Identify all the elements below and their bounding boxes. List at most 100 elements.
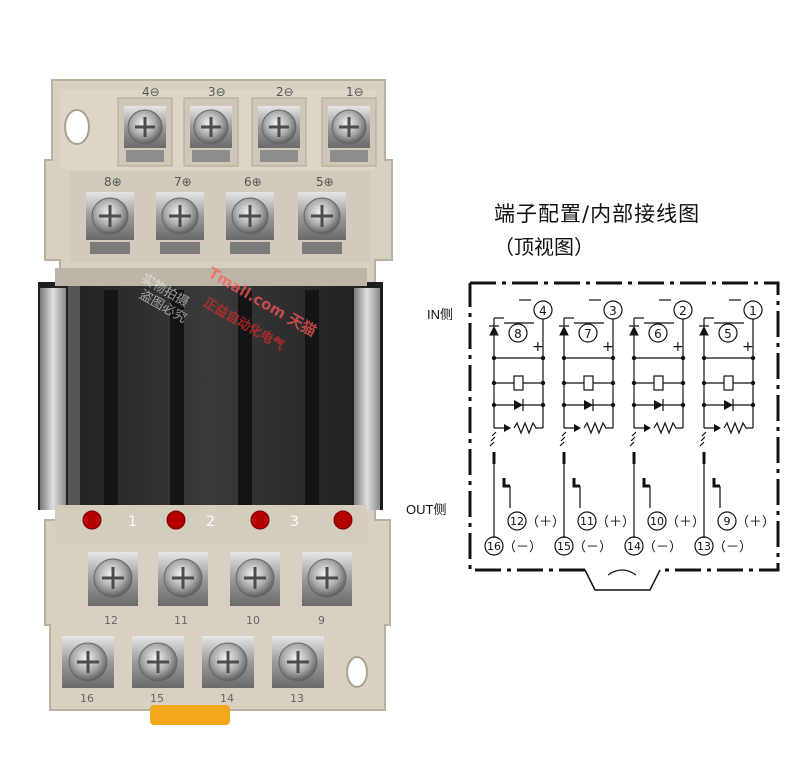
- resistor-symbol: [704, 421, 753, 435]
- wire: [633, 357, 684, 428]
- terminal-number: 11: [580, 515, 594, 528]
- terminal-number: 13: [697, 540, 711, 553]
- terminal-circle: [718, 323, 738, 343]
- terminal-label: 3⊖: [208, 85, 226, 99]
- terminal-label: 6⊕: [244, 175, 262, 189]
- wire: [644, 319, 684, 360]
- diagram-frame: [468, 281, 780, 572]
- terminal-number: 16: [487, 540, 501, 553]
- diode-symbol: [699, 325, 709, 336]
- terminal-label: 12: [104, 614, 118, 627]
- junction-dot: [610, 380, 616, 386]
- diode-symbol: [489, 325, 499, 336]
- diode-symbol: [724, 400, 733, 410]
- minus-paren: （－）: [643, 540, 682, 555]
- terminal-circle: [484, 536, 504, 556]
- terminal-label: 1⊖: [346, 85, 364, 99]
- second-terminal-row: 8⊕ 7⊕ 6⊕ 5⊕: [86, 175, 346, 254]
- plus-sign: +: [602, 339, 614, 355]
- coil-symbol: [583, 375, 594, 391]
- led-label: 2: [206, 514, 215, 530]
- plus-paren: （＋）: [596, 515, 635, 530]
- minus-paren: （－）: [573, 540, 612, 555]
- coil-symbol: [653, 375, 664, 391]
- terminal-circle: [648, 323, 668, 343]
- terminal-number: 9: [724, 515, 731, 528]
- junction-dot: [491, 402, 497, 408]
- top-terminal-row: 4⊖ 3⊖ 2⊖ 1⊖: [117, 85, 377, 167]
- junction-dot: [631, 380, 637, 386]
- terminal-circle: [624, 536, 644, 556]
- junction-dot: [540, 380, 546, 386]
- terminal-circle: [554, 536, 574, 556]
- arrow-symbol: [644, 424, 651, 432]
- junction-dot: [750, 355, 756, 361]
- light-arrows: [559, 431, 567, 447]
- plus-paren: （＋）: [736, 515, 775, 530]
- plus-paren: （＋）: [526, 515, 565, 530]
- wire: [714, 319, 754, 360]
- plus-sign: +: [532, 339, 544, 355]
- terminal-circle: [577, 511, 597, 531]
- terminal-circle: [508, 323, 528, 343]
- channel-group: 48+12（＋）16（－）37+11（＋）15（－）26+10（＋）14（－）1…: [484, 299, 775, 556]
- output-contact: [642, 478, 650, 488]
- junction-dot: [540, 355, 546, 361]
- diode-symbol: [559, 325, 569, 336]
- junction-dot: [561, 380, 567, 386]
- diagram-subtitle: （顶视图）: [494, 235, 594, 259]
- out-side-label: OUT侧: [406, 502, 447, 517]
- wire: [574, 319, 614, 360]
- led-label: 3: [290, 514, 299, 530]
- junction-dot: [540, 402, 546, 408]
- coil-symbol: [723, 375, 734, 391]
- led-strip: 1 2 3: [55, 505, 367, 545]
- led-label: 1: [128, 514, 137, 530]
- junction-dot: [701, 355, 707, 361]
- din-latch: [150, 705, 230, 725]
- junction-dot: [680, 402, 686, 408]
- terminal-circle: [578, 323, 598, 343]
- terminal-number: 14: [627, 540, 641, 553]
- terminal-label: 5⊕: [316, 175, 334, 189]
- diode-symbol: [629, 325, 639, 336]
- terminal-number: 5: [724, 327, 732, 341]
- diode-symbol: [584, 400, 593, 410]
- arrow-symbol: [574, 424, 581, 432]
- plus-paren: （＋）: [666, 515, 705, 530]
- output-contact: [572, 478, 580, 488]
- diode-symbol: [514, 400, 523, 410]
- in-side-label: IN侧: [427, 307, 454, 322]
- terminal-label: 10: [246, 614, 260, 627]
- wire: [504, 319, 544, 360]
- junction-dot: [750, 402, 756, 408]
- terminal-number: 10: [650, 515, 664, 528]
- wire: [563, 357, 614, 428]
- diode-symbol: [654, 400, 663, 410]
- wire: [493, 357, 544, 428]
- minus-paren: （－）: [503, 540, 542, 555]
- terminal-label: 15: [150, 692, 164, 705]
- coil-symbol: [513, 375, 524, 391]
- output-contact: [712, 478, 720, 488]
- terminal-number: 8: [514, 327, 522, 341]
- resistor-symbol: [494, 421, 543, 435]
- resistor-symbol: [634, 421, 683, 435]
- junction-dot: [701, 380, 707, 386]
- terminal-label: 7⊕: [174, 175, 192, 189]
- junction-dot: [631, 355, 637, 361]
- bottom-upper-terminal-row: 12 11 10 9: [88, 552, 352, 627]
- terminal-label: 9: [318, 614, 325, 627]
- junction-dot: [610, 355, 616, 361]
- terminal-label: 13: [290, 692, 304, 705]
- junction-dot: [610, 402, 616, 408]
- plus-sign: +: [742, 339, 754, 355]
- terminal-label: 8⊕: [104, 175, 122, 189]
- junction-dot: [561, 355, 567, 361]
- minus-paren: （－）: [713, 540, 752, 555]
- junction-dot: [561, 402, 567, 408]
- junction-dot: [750, 380, 756, 386]
- plus-sign: +: [672, 339, 684, 355]
- heatsink: [38, 268, 383, 510]
